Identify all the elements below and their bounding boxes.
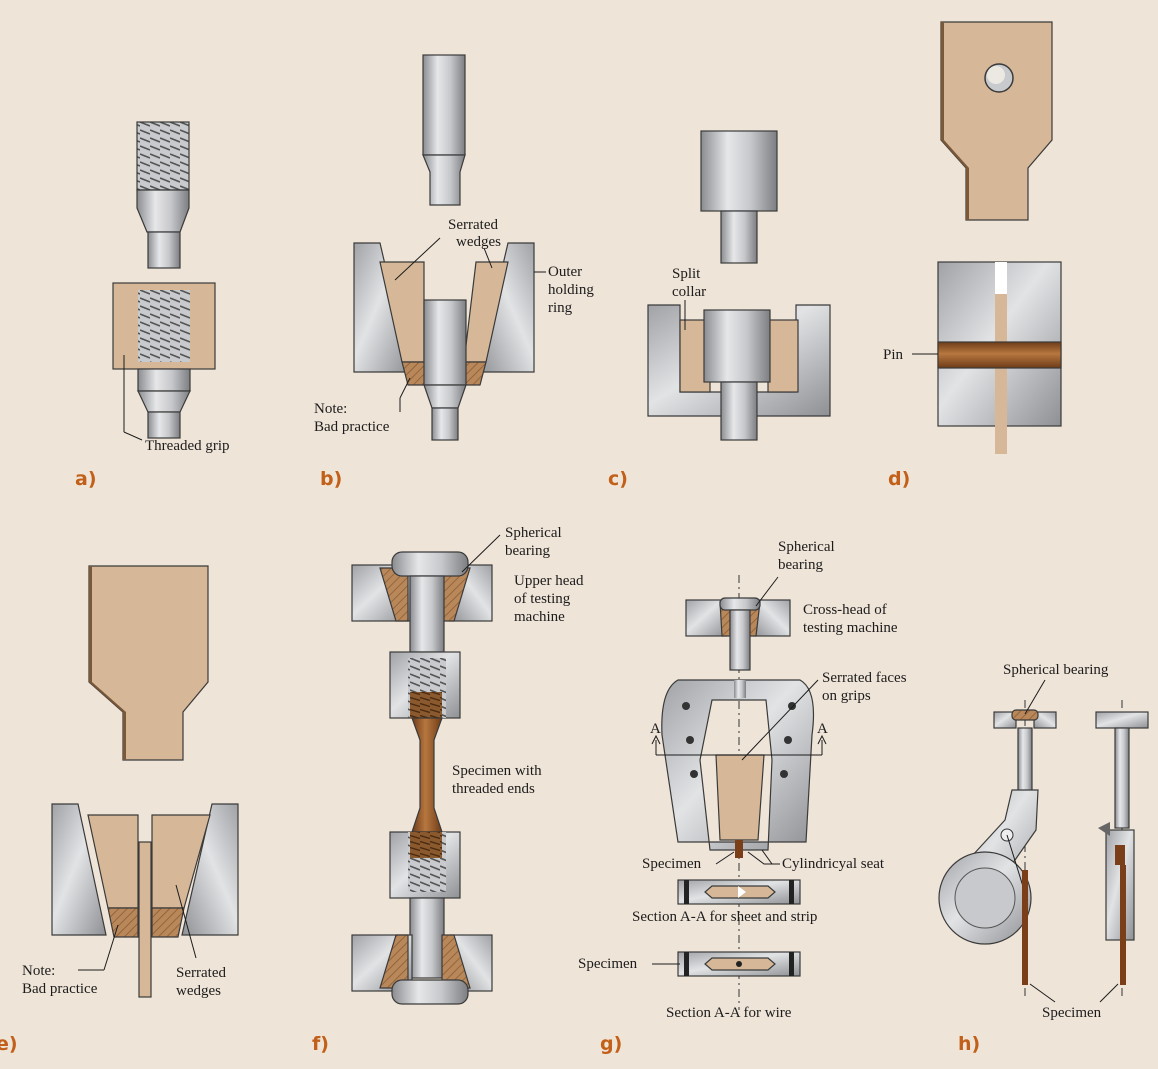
label-spherical-bearing-h: Spherical bearing bbox=[1003, 662, 1109, 678]
specimen-shank bbox=[431, 407, 459, 441]
rod-lower bbox=[137, 368, 191, 392]
panel-g: A A Spherical bearing Cross-head of test… bbox=[578, 539, 907, 1055]
bolt-head-top bbox=[391, 551, 469, 577]
panel-a: Threaded grip a) bbox=[75, 121, 230, 490]
specimen-e-strip bbox=[138, 841, 152, 998]
label-section-a-right: A bbox=[817, 721, 828, 737]
label-specimen-g2: Specimen bbox=[578, 956, 638, 972]
specimen-neck bbox=[423, 384, 467, 409]
label-on-grips: on grips bbox=[822, 688, 871, 704]
rod-lower-taper bbox=[137, 390, 191, 413]
label-section-a-left: A bbox=[650, 721, 661, 737]
panel-e: Note: Bad practice Serrated wedges e) bbox=[0, 565, 239, 1055]
specimen-g bbox=[735, 840, 743, 858]
panel-f: Spherical bearing Upper head of testing … bbox=[312, 525, 584, 1055]
grip-body-left-e bbox=[51, 803, 107, 936]
label-spherical-f: Spherical bbox=[505, 525, 562, 541]
rod-h-right bbox=[1114, 727, 1130, 829]
rod-taper bbox=[136, 189, 190, 233]
caption-e: e) bbox=[0, 1033, 18, 1055]
label-specimen-g: Specimen bbox=[642, 856, 702, 872]
bolt-shank-top bbox=[409, 575, 445, 653]
roller-inner bbox=[954, 867, 1016, 929]
flat-specimen-edge bbox=[941, 22, 969, 220]
label-serrated-faces: Serrated faces bbox=[822, 670, 907, 686]
label-holding: holding bbox=[548, 282, 594, 298]
specimen-f bbox=[411, 717, 443, 833]
caption-c: c) bbox=[608, 468, 628, 490]
label-note-b: Note: bbox=[314, 401, 347, 417]
specimen-head bbox=[423, 299, 467, 386]
label-testing-machine: testing machine bbox=[803, 620, 898, 636]
caption-h: h) bbox=[958, 1033, 980, 1055]
caption-g: g) bbox=[600, 1033, 622, 1055]
label-wedges-e: wedges bbox=[176, 983, 221, 999]
grip-body-right-e bbox=[181, 803, 239, 936]
panel-b: Serrated wedges Outer holding ring Note:… bbox=[314, 54, 594, 490]
pull-rod-top bbox=[422, 54, 466, 156]
crosshead-left bbox=[685, 599, 727, 637]
label-serrated: Serrated bbox=[448, 217, 498, 233]
flat-specimen-top bbox=[940, 21, 1053, 221]
label-bearing-g: bearing bbox=[778, 557, 823, 573]
label-threaded-ends: threaded ends bbox=[452, 781, 535, 797]
label-upper-head: Upper head bbox=[514, 573, 584, 589]
label-note-e: Note: bbox=[22, 963, 55, 979]
label-cylindrical-seat: Cylindricyal seat bbox=[782, 856, 885, 872]
rod-shank-bottom bbox=[147, 411, 181, 439]
flat-specimen-e bbox=[88, 565, 209, 761]
split-collar-right bbox=[767, 319, 799, 393]
grip-threads bbox=[138, 290, 190, 362]
label-spherical-g: Spherical bbox=[778, 539, 835, 555]
ball-head-g bbox=[719, 597, 761, 611]
label-machine: machine bbox=[514, 609, 565, 625]
label-section-wire: Section A-A for wire bbox=[666, 1005, 792, 1021]
caption-a: a) bbox=[75, 468, 97, 490]
head-shank bbox=[720, 210, 758, 264]
label-collar: collar bbox=[672, 284, 706, 300]
label-section-sheet: Section A-A for sheet and strip bbox=[632, 909, 817, 925]
bolt-head-bottom bbox=[391, 979, 469, 1005]
head-block bbox=[700, 130, 778, 212]
panel-h: Spherical bearing Specimen h) bbox=[938, 662, 1149, 1055]
bolt-shank-bottom bbox=[409, 897, 445, 979]
grip-insert-g bbox=[715, 754, 765, 841]
pull-rod-g bbox=[729, 609, 751, 671]
label-pin: Pin bbox=[883, 347, 904, 363]
label-of-testing: of testing bbox=[514, 591, 571, 607]
label-split: Split bbox=[672, 266, 701, 282]
label-specimen-h: Specimen bbox=[1042, 1005, 1102, 1021]
threads-spec-top bbox=[410, 692, 442, 718]
clevis-slot bbox=[995, 262, 1007, 294]
label-serrated-e: Serrated bbox=[176, 965, 226, 981]
label-specimen-with: Specimen with bbox=[452, 763, 542, 779]
specimen-collar-head bbox=[703, 309, 771, 383]
caption-d: d) bbox=[888, 468, 910, 490]
caption-f: f) bbox=[312, 1033, 329, 1055]
yoke-grip bbox=[661, 679, 815, 851]
label-ring: ring bbox=[548, 300, 573, 316]
caption-b: b) bbox=[320, 468, 342, 490]
pull-rod-neck bbox=[422, 154, 466, 206]
specimen-c-shank bbox=[720, 381, 758, 441]
rod-h-left bbox=[1017, 727, 1033, 799]
specimen-h-left bbox=[1022, 870, 1028, 985]
specimen-d-strip bbox=[995, 294, 1007, 454]
specimen-h-right bbox=[1120, 865, 1126, 985]
crosshead-h-right bbox=[1095, 711, 1149, 729]
label-wedges: wedges bbox=[456, 234, 501, 250]
label-cross-head: Cross-head of bbox=[803, 602, 887, 618]
pin bbox=[937, 341, 1062, 369]
label-threaded-grip: Threaded grip bbox=[145, 438, 230, 454]
label-bad-practice-b: Bad practice bbox=[314, 419, 390, 435]
panel-d: Pin d) bbox=[883, 21, 1062, 490]
label-bad-practice-e: Bad practice bbox=[22, 981, 98, 997]
label-bearing-f: bearing bbox=[505, 543, 550, 559]
panel-c: Split collar c) bbox=[608, 130, 831, 490]
rod-shank-top bbox=[147, 231, 181, 269]
threaded-rod-top bbox=[136, 121, 190, 191]
label-outer: Outer bbox=[548, 264, 582, 280]
